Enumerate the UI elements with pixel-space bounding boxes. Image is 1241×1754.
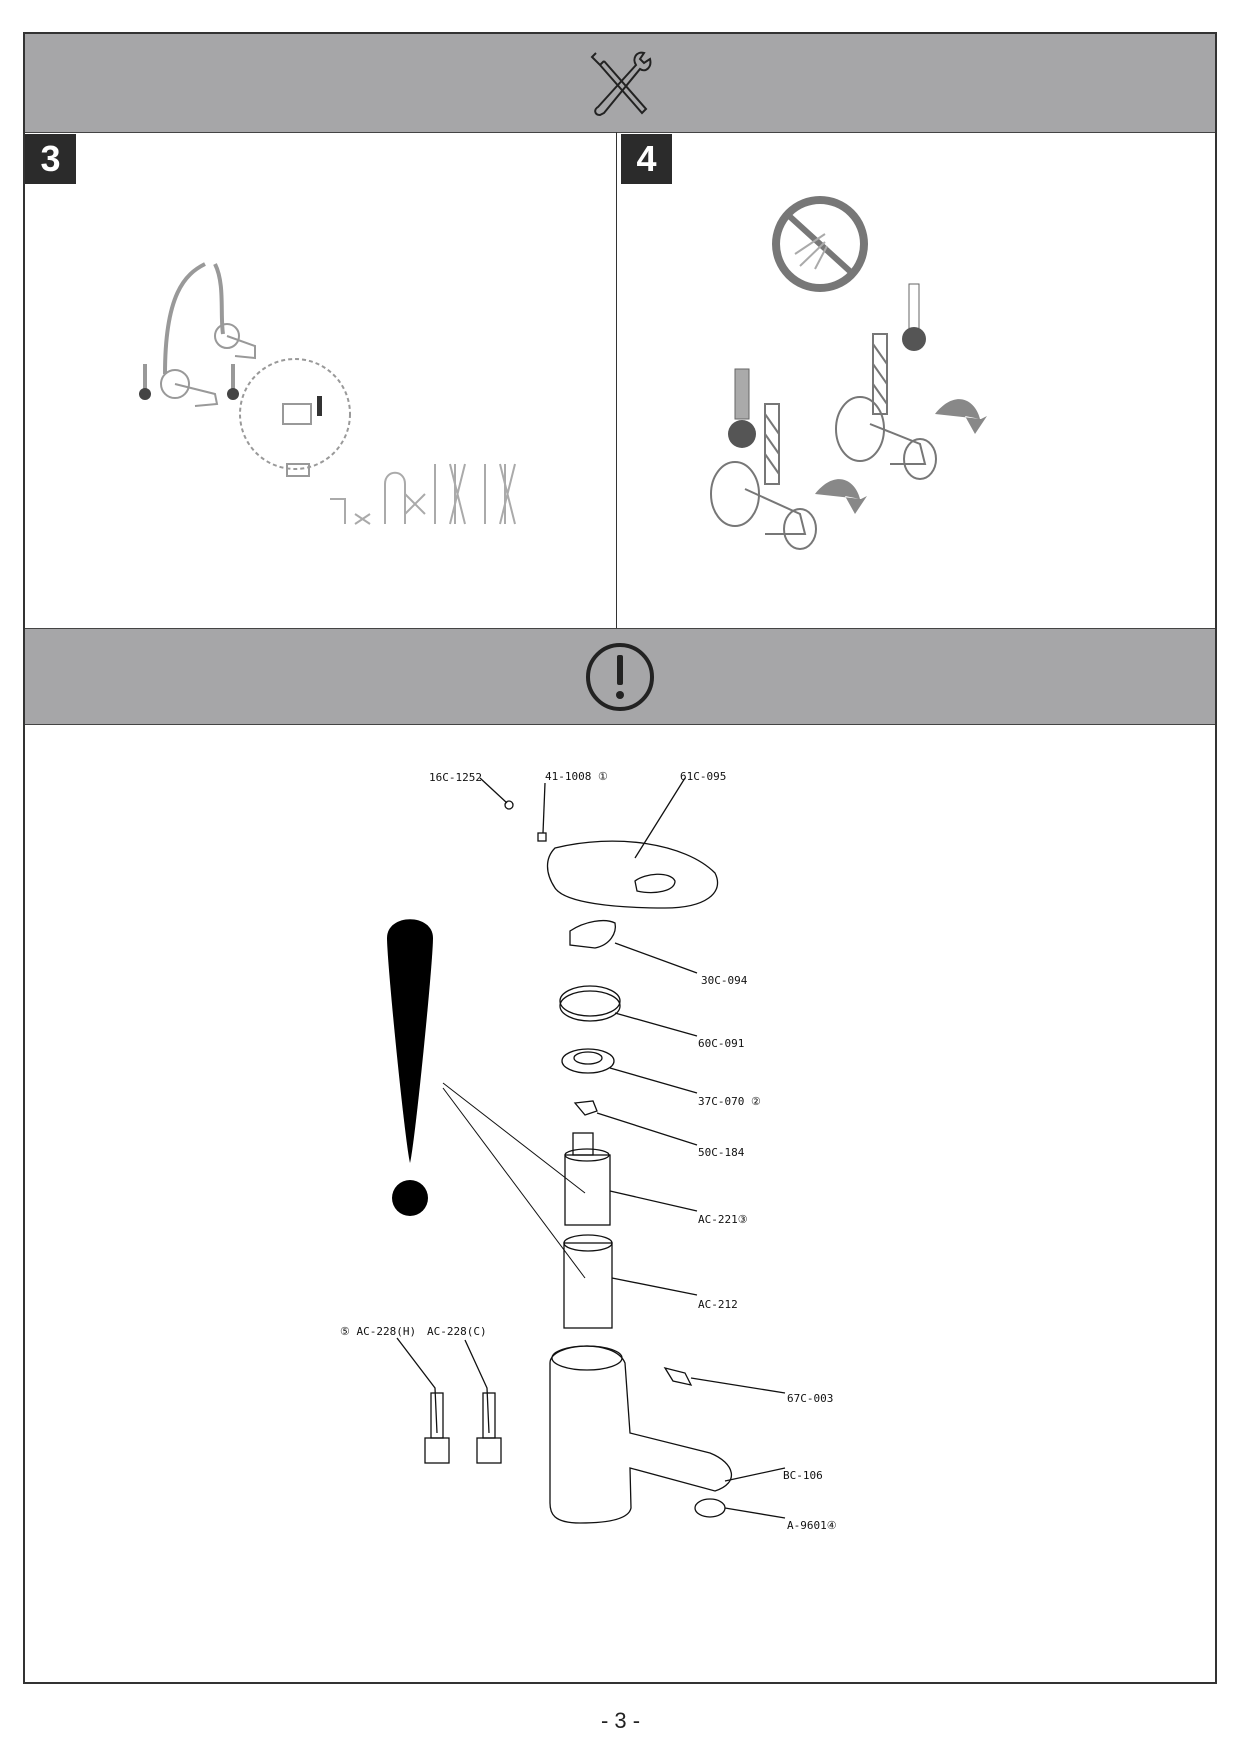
part-label-50c-184: 50C-184 <box>698 1146 745 1159</box>
thermometer-cold-icon <box>227 364 239 400</box>
step-4-number: 4 <box>636 138 657 179</box>
step-4-badge: 4 <box>621 134 672 184</box>
no-spray-icon <box>772 196 868 292</box>
part-label-ac-212: AC-212 <box>698 1298 738 1311</box>
step-3-badge: 3 <box>25 134 76 184</box>
thermometer-hot-icon <box>728 368 756 448</box>
caution-exclamation-icon <box>387 919 586 1279</box>
part-label-61c-095: 61C-095 <box>680 770 726 783</box>
part-label-30c-094: 30C-094 <box>701 974 748 987</box>
rotate-arrow-icon <box>815 399 987 514</box>
exploded-parts-diagram: 16C-1252 41-1008 ① 61C-095 30C-094 60C-0… <box>340 770 837 1532</box>
page-frame: 3 4 <box>23 32 1217 1684</box>
part-label-41-1008: 41-1008 ① <box>545 770 608 783</box>
wrench-tools-icon <box>590 51 652 117</box>
part-label-ac-221: AC-221③ <box>698 1213 748 1226</box>
part-label-ac-228c: AC-228(C) <box>427 1325 487 1338</box>
warning-band <box>25 628 1215 725</box>
part-label-a-9601: A-9601④ <box>787 1519 837 1532</box>
step-3-number: 3 <box>40 138 61 179</box>
tools-header-band <box>25 34 1215 133</box>
part-label-bc-106: BC-106 <box>783 1469 823 1482</box>
part-label-37c-070: 37C-070 ② <box>698 1095 761 1108</box>
step-4-illustration <box>710 196 987 550</box>
part-label-67c-003: 67C-003 <box>787 1392 833 1405</box>
exclamation-circle-icon <box>586 642 654 711</box>
part-label-ac-228h: ⑤ AC-228(H) <box>340 1325 416 1338</box>
part-label-16c-1252: 16C-1252 <box>429 771 482 784</box>
warning-mark-icon <box>317 396 322 416</box>
panel-divider <box>616 132 617 628</box>
step-3-illustration <box>139 262 516 525</box>
part-label-60c-091: 60C-091 <box>698 1037 744 1050</box>
thermometer-hot-icon <box>139 364 151 400</box>
page-number: - 3 - <box>600 1708 641 1733</box>
thermometer-cold-icon <box>902 283 926 351</box>
